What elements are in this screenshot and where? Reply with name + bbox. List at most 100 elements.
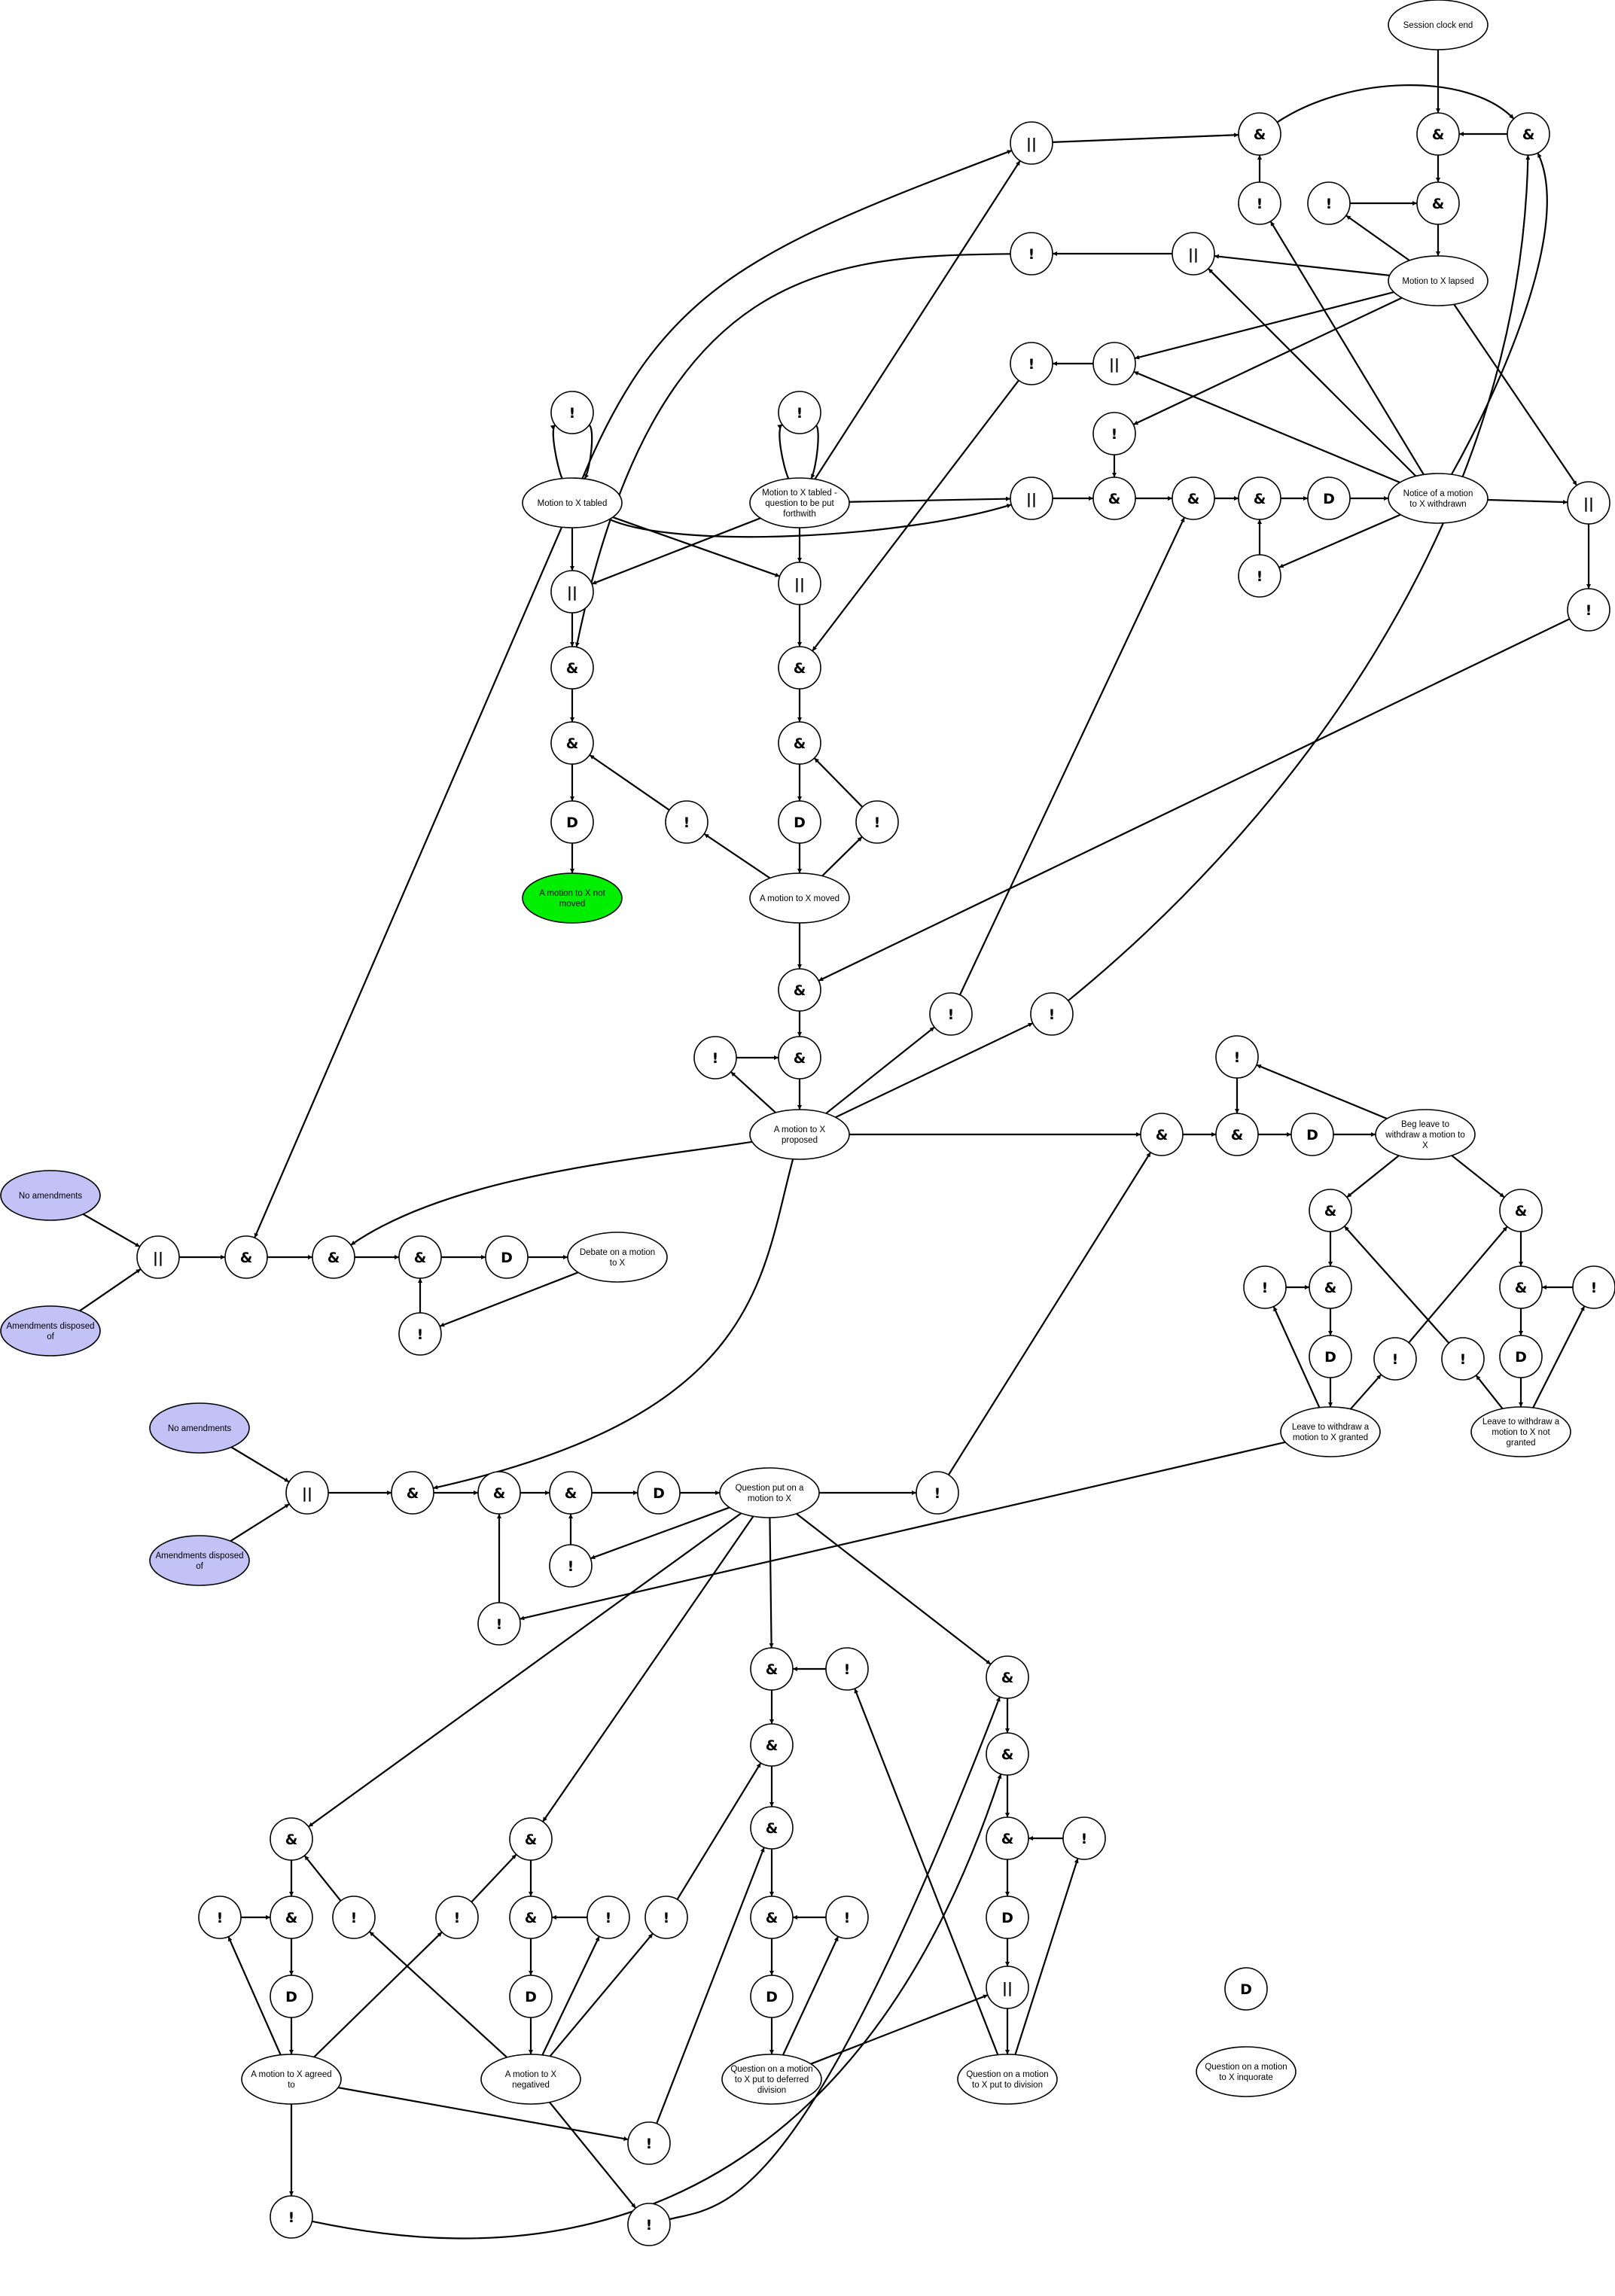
state-ellipse [1388,0,1489,50]
state-no-amend-1: No amendments [0,1170,101,1221]
and-symbol: & [565,1485,577,1502]
gate-circle [750,1975,794,2018]
not-gate-node: ! [1441,1337,1485,1381]
edge-withdrawn-to-or_tl [1208,268,1417,477]
edge-n_b2-to-a_r7 [312,1774,1002,2240]
gate-circle [1010,477,1053,520]
and-symbol: & [794,660,806,677]
edge-n_r-to-a_p1 [818,618,1571,982]
delay-symbol: D [1515,1349,1527,1366]
and-gate-node: & [1499,1189,1543,1232]
and-symbol: & [1254,126,1266,143]
and-gate-node: & [778,968,821,1012]
and-symbol: & [525,1910,538,1926]
or-gate-node: || [778,562,821,605]
gate-circle [825,1647,869,1691]
gate-circle [550,721,594,765]
state-ellipse [749,872,850,924]
not-gate-node: ! [825,1896,869,1939]
and-gate-node: & [750,1896,794,1939]
not-gate-node: ! [825,1647,869,1691]
gate-circle [1238,181,1281,225]
not-symbol: ! [712,1050,719,1067]
gate-circle [778,391,821,434]
edge-agreed-to-n_b1 [337,2087,629,2141]
edge-n_c2-to-a_c4 [813,757,864,808]
gate-circle [1307,477,1351,520]
not-gate-node: ! [1238,554,1281,598]
and-symbol: & [766,1820,779,1837]
gate-circle [550,800,594,844]
state-moved: A motion to X moved [749,872,850,924]
edge-tabled-to-a_d1 [254,526,563,1238]
gate-circle [398,1312,442,1356]
not-symbol: ! [1049,1006,1056,1023]
and-symbol: & [328,1250,340,1266]
and-gate-node: & [550,721,594,765]
not-symbol: ! [1257,568,1263,585]
or-symbol: || [1002,1980,1013,1996]
and-gate-node: & [750,1806,794,1850]
or-symbol: || [1188,246,1199,263]
edge-n_tab1-to-tabled [584,424,593,480]
edge-withdrawn-to-n_m4 [1278,513,1401,568]
or-symbol: || [1109,356,1120,373]
state-ellipse [149,1535,250,1586]
gate-circle [332,1896,376,1939]
and-gate-node: & [986,1655,1029,1699]
edge-proposed-to-n_p3 [730,1071,776,1113]
edge-notgranted-to-n_lg2 [1532,1305,1586,1408]
not-symbol: ! [1234,1049,1241,1066]
and-gate-node: & [391,1471,434,1515]
edge-tabled-to-or_top [581,149,1013,480]
not-gate-node: ! [477,1602,521,1646]
not-gate-node: ! [855,800,899,844]
and-gate-node: & [778,1036,821,1079]
edge-notgranted-to-n_lg4 [1475,1375,1504,1410]
or-symbol: || [794,576,805,592]
gate-circle [778,562,821,605]
state-ellipse [957,2054,1058,2105]
not-gate-node: ! [1010,342,1053,385]
state-ellipse [1196,2046,1297,2097]
edge-lapsed-to-or_r [1453,303,1578,486]
state-ellipse [749,1109,850,1160]
gate-circle [1373,1337,1417,1381]
and-symbol: & [1001,1746,1014,1763]
and-symbol: & [407,1485,419,1502]
and-gate-node: & [1416,112,1460,156]
gate-circle [312,1235,355,1279]
gate-circle [270,1817,313,1861]
delay-gate-node: D [637,1471,681,1515]
and-gate-node: & [1140,1113,1184,1156]
state-ellipse [719,1467,820,1518]
edge-n_c1-to-a_c3 [589,754,670,811]
edge-lapsed-to-or_tl [1214,254,1390,276]
not-gate-node: ! [550,391,594,434]
gate-circle [1030,992,1074,1036]
not-symbol: ! [417,1326,424,1343]
edge-n_p2-to-a_top3 [1068,154,1531,1002]
not-gate-node: ! [1567,588,1610,632]
edge-negatived-to-n_b3 [549,2101,637,2209]
not-symbol: ! [1460,1351,1467,1368]
gate-circle [1062,1816,1106,1860]
edge-tabled-to-n_tab1 [550,424,563,480]
not-symbol: ! [684,815,690,831]
gate-circle [550,570,594,614]
and-symbol: & [1231,1127,1244,1143]
and-gate-node: & [509,1817,553,1861]
and-symbol: & [1324,1203,1337,1220]
gate-circle [665,800,708,844]
gate-circle [750,1806,794,1850]
gate-circle [398,1235,442,1279]
not-symbol: ! [288,2209,295,2226]
and-symbol: & [794,982,806,999]
